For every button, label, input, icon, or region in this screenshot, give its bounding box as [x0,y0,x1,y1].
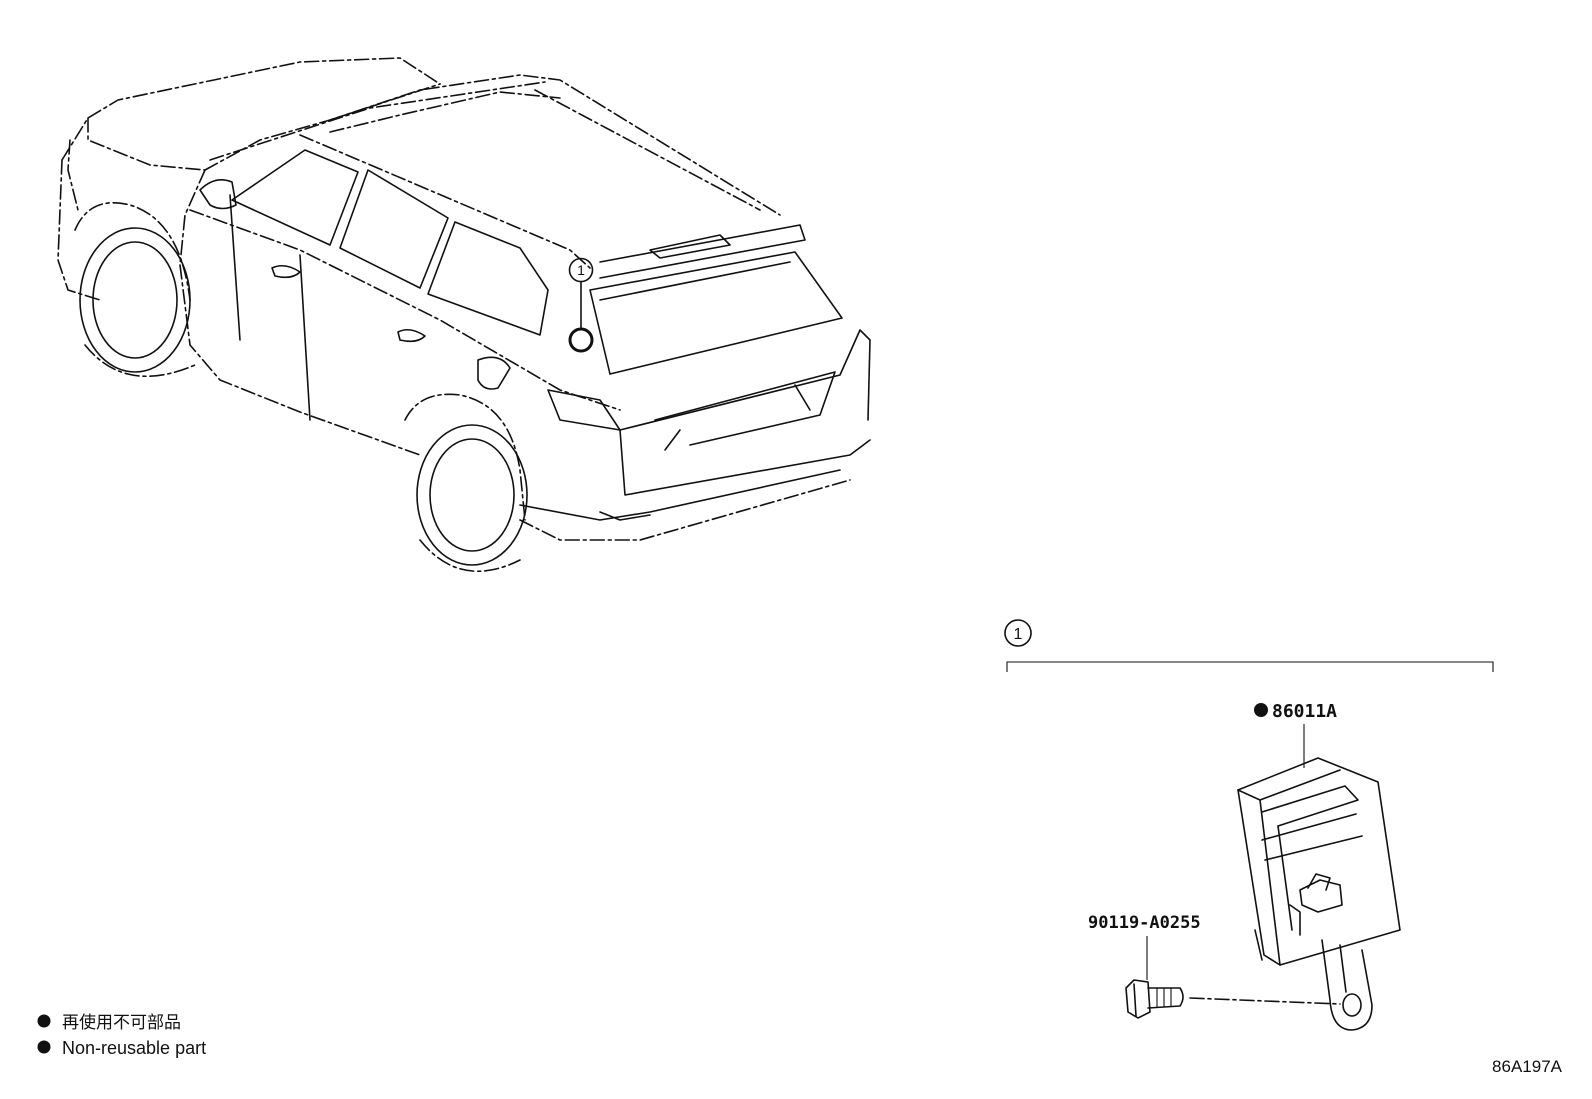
detail-callout-number: 1 [1014,626,1023,643]
legend-english: Non-reusable part [62,1038,206,1058]
detail-view: 1 86011A 90119-A0255 [1004,619,1494,1031]
legend-japanese: 再使用不可部品 [62,1012,181,1032]
detail-bracket [1006,661,1494,672]
illustration-code: 86A197A [1492,1057,1563,1076]
legend: 再使用不可部品 Non-reusable part [37,1012,206,1058]
part-label-86011a: 86011A [1272,701,1337,722]
vehicle-callout-number: 1 [577,262,585,278]
bolt-component [1125,979,1341,1019]
non-reusable-mark [1254,703,1268,717]
legend-bullet-english [37,1040,51,1054]
part-label-90119-a0255: 90119-A0255 [1088,913,1201,933]
vehicle-illustration: 1 [57,57,871,572]
legend-bullet-japanese [37,1014,51,1028]
module-component [1237,757,1401,1031]
component-location-marker [568,327,594,353]
detail-callout-circle [1004,619,1032,647]
